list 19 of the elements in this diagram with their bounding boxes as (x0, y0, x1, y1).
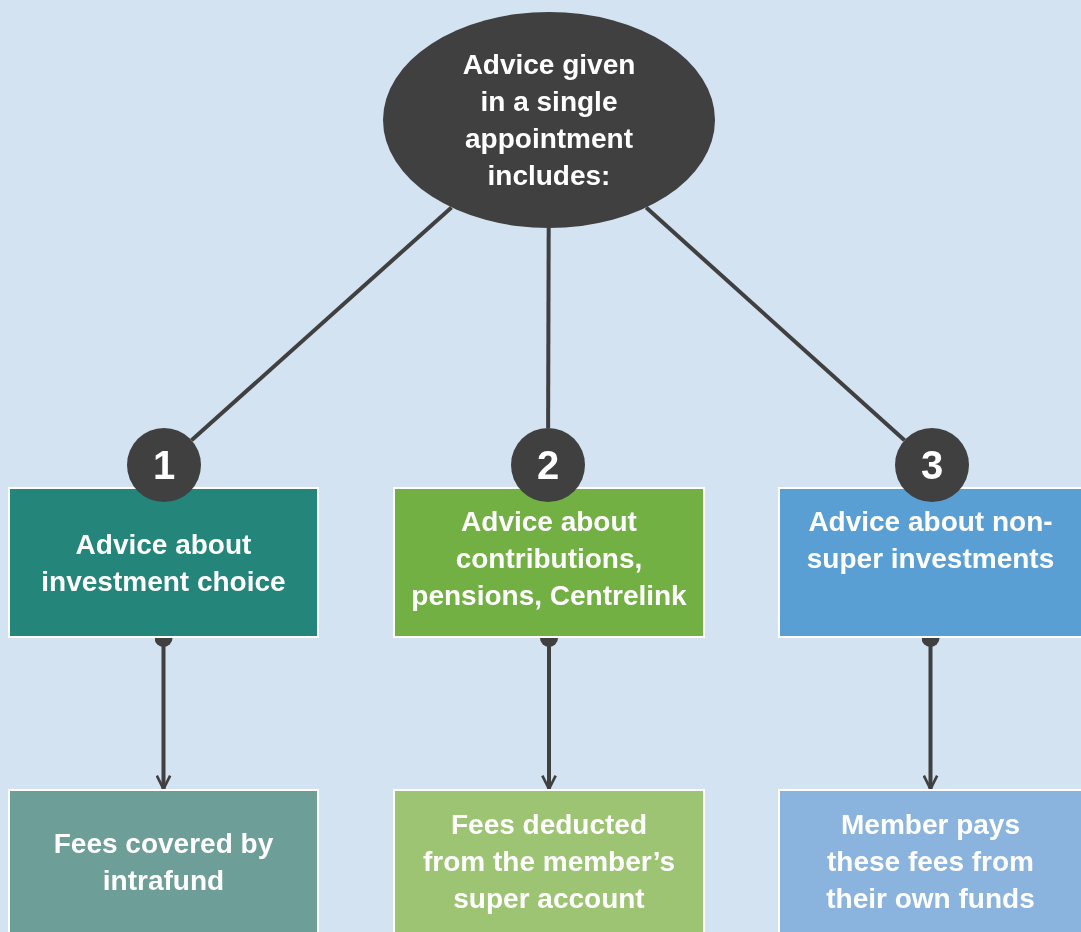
node-text: Member pays these fees from their own funds (825, 808, 1036, 916)
info-box (8, 487, 319, 638)
info-box (393, 487, 705, 638)
info-box (393, 789, 705, 932)
info-box (8, 789, 319, 932)
connector-line (644, 206, 906, 442)
connector-line (190, 205, 453, 442)
node-text: Fees covered by intrafund (52, 826, 275, 898)
node-text: 1 (152, 446, 176, 484)
node-text: Advice given in a single appointment includes: (461, 48, 637, 193)
info-box (778, 487, 1081, 638)
node-text: 3 (920, 446, 944, 484)
info-box (778, 789, 1081, 932)
node-text: Fees deducted from the member’s super account (421, 808, 677, 916)
node-text: Advice about investment choice (40, 527, 287, 599)
node-text: Advice about contributions, pensions, Centrelink (410, 505, 688, 613)
node-text: 2 (536, 446, 560, 484)
node-text: Advice about non-super investments (805, 505, 1056, 576)
connector-line (546, 228, 551, 428)
